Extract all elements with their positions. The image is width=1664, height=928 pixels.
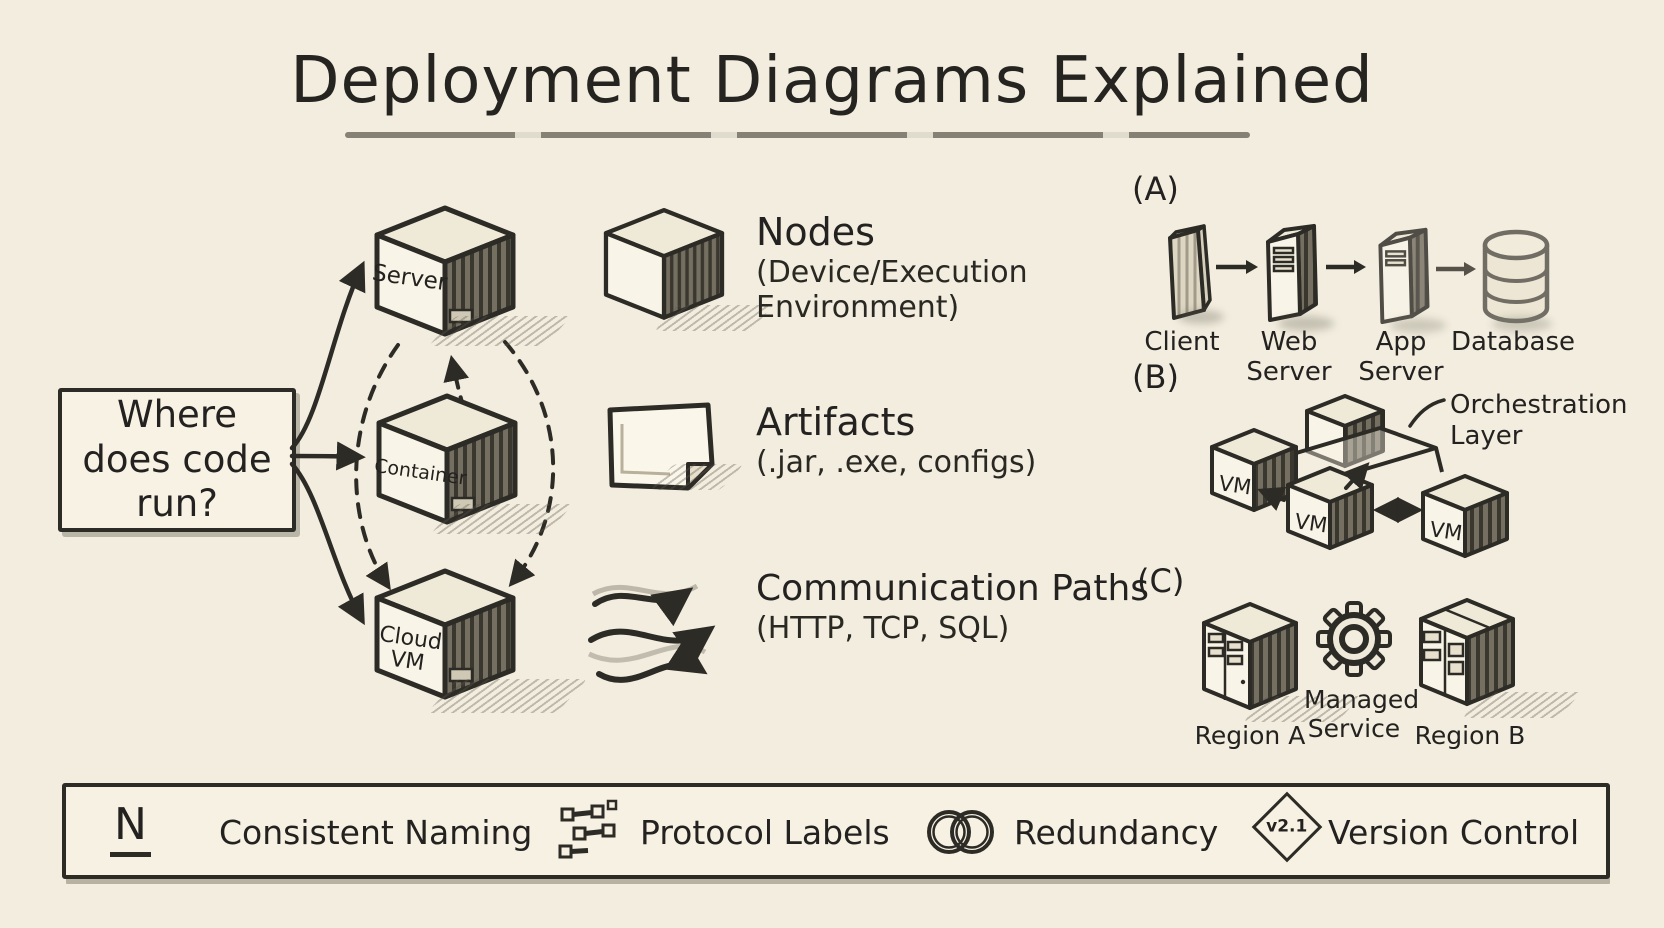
server-tower-icon: [1266, 224, 1318, 322]
orchestration-annotation: Orchestration Layer: [1450, 390, 1628, 452]
icon-shadow: [1390, 318, 1446, 333]
client-node: [1160, 222, 1224, 328]
client-panel-icon: [1168, 224, 1212, 320]
crate-icon: [1419, 598, 1515, 706]
gear-icon: [1316, 601, 1392, 677]
legend-detail: (HTTP, TCP, SQL): [756, 611, 1010, 646]
database-node: [1478, 228, 1554, 332]
database-cylinder-icon: [1482, 229, 1550, 324]
vm-arrow-left: [1257, 486, 1287, 511]
node-label: Web Server: [1246, 327, 1332, 387]
cloud-vm-node: Cloud VM: [370, 565, 588, 715]
region-b-node: [1412, 592, 1582, 724]
cube-icon: [374, 205, 516, 337]
vm-label: VM: [1428, 517, 1464, 545]
managed-service-node: [1312, 596, 1396, 686]
example-c-label: (C): [1137, 562, 1185, 600]
version-badge: v2.1: [1266, 816, 1308, 837]
legend-term: Communication Paths: [756, 568, 1150, 609]
node-label: Client: [1144, 327, 1220, 357]
legend-paths-icon-wrap: [585, 556, 735, 700]
footer-label-protocol-labels: Protocol Labels: [640, 813, 890, 852]
version-diamond-icon: v2.1: [1251, 791, 1323, 863]
letter-n-icon: N: [110, 799, 151, 857]
arrow-to-container: [289, 441, 366, 471]
node-label: Managed Service: [1304, 685, 1420, 743]
cube-shadow: [430, 504, 574, 534]
vm-label: VM: [1293, 509, 1329, 537]
node-label: App Server: [1358, 327, 1444, 387]
flow-arrow: [1326, 260, 1366, 274]
vm-cluster: VM VM VM: [1210, 394, 1509, 558]
region-a-node: [1195, 596, 1361, 728]
cube-icon: [603, 207, 725, 320]
node-label: Region A: [1194, 721, 1306, 750]
question-box: Where does code run?: [58, 388, 296, 532]
flow-arrow: [1436, 262, 1476, 276]
footer-label-version-control: Version Control: [1328, 813, 1580, 852]
cube-icon: [374, 568, 516, 700]
icon-shadow: [1278, 316, 1334, 331]
footer-label-redundancy: Redundancy: [1014, 813, 1219, 852]
icon-shadow: [1492, 316, 1552, 332]
protocol-schematic-icon: [558, 799, 618, 859]
annotation-pointer: [1408, 398, 1446, 428]
server-cabinet-icon: [1202, 602, 1298, 710]
overlapping-rings-icon: [927, 810, 994, 854]
wavy-arrows-icon: [587, 583, 716, 683]
example-b-label: (B): [1132, 358, 1179, 396]
legend-term: Artifacts: [756, 400, 916, 444]
vm-cube: VM: [1286, 466, 1374, 550]
best-practices-bar: N Consistent Naming Protocol Labels Redu…: [62, 783, 1610, 879]
icon-shadow: [1178, 310, 1224, 324]
flow-arrow: [1216, 260, 1258, 274]
legend-artifacts-icon-wrap: [602, 398, 744, 498]
arrow-to-cloudvm: [289, 461, 365, 626]
page-title: Deployment Diagrams Explained: [290, 44, 1374, 118]
arrow-to-server: [289, 260, 366, 451]
legend-nodes-icon-wrap: [600, 205, 774, 345]
legend-term: Nodes: [756, 210, 875, 254]
web-server-node: [1258, 216, 1334, 331]
server-node: Server: [370, 202, 572, 352]
container-node: Container: [372, 390, 574, 540]
server-tower-icon: [1378, 227, 1430, 325]
node-label: Region B: [1414, 721, 1526, 750]
question-text: Where does code run?: [82, 393, 272, 526]
legend-detail: (Device/Execution Environment): [756, 255, 1028, 325]
node-label: Database: [1450, 327, 1576, 357]
vm-cube: VM: [1421, 474, 1509, 558]
cube-icon: [376, 393, 518, 525]
vm-label: VM: [1217, 471, 1253, 499]
document-icon: [607, 402, 715, 491]
vm-arrow-up: [1342, 462, 1370, 491]
footer-label-consistent-naming: Consistent Naming: [219, 813, 533, 852]
app-server-node: [1370, 220, 1446, 333]
legend-detail: (.jar, .exe, configs): [756, 445, 1037, 480]
cube-shadow: [428, 316, 572, 346]
example-a-label: (A): [1132, 170, 1179, 208]
title-underline: [345, 132, 1250, 138]
